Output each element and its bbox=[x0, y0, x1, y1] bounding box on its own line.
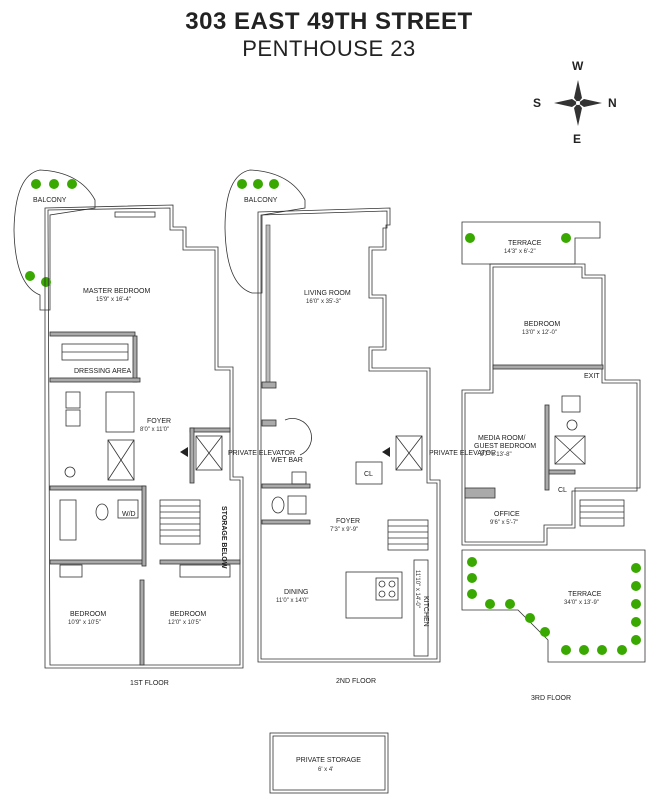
third-floor-outer-wall-line bbox=[464, 266, 638, 543]
compass-west-label: W bbox=[572, 59, 584, 73]
third-floor-plan: TERRACE 14'3" x 6'-2" BEDROOM 13'0" x 12… bbox=[461, 221, 646, 702]
private-storage-dim: 6' x 4' bbox=[318, 767, 333, 773]
office-dim: 9'6" x 5'-7" bbox=[490, 520, 518, 526]
living-room-dim: 16'0" x 35'-3" bbox=[306, 299, 341, 305]
second-elevator-label: PRIVATE ELEVATOR bbox=[429, 450, 496, 457]
media-room-label: MEDIA ROOM/ bbox=[478, 435, 526, 442]
balcony-outline bbox=[13, 169, 96, 311]
first-floor-label: 1ST FLOOR bbox=[130, 680, 169, 687]
private-storage-label: PRIVATE STORAGE bbox=[296, 757, 361, 764]
bedroom-a-label: BEDROOM bbox=[70, 611, 106, 618]
first-floor-plan: BALCONY MASTER BEDROOM 15'9" x 16'-4" DR… bbox=[13, 169, 295, 687]
page-title: 303 EAST 49TH STREET bbox=[185, 8, 473, 35]
balcony-plants bbox=[25, 179, 77, 287]
first-foyer-label: FOYER bbox=[147, 418, 171, 425]
second-balcony-plants bbox=[237, 179, 279, 189]
dressing-area-label: DRESSING AREA bbox=[74, 368, 132, 375]
second-cl-label: CL bbox=[364, 471, 373, 478]
second-balcony-outline bbox=[224, 169, 306, 294]
third-bedroom-label: BEDROOM bbox=[524, 321, 560, 328]
second-balcony-label: BALCONY bbox=[244, 197, 278, 204]
private-storage: PRIVATE STORAGE 6' x 4' bbox=[269, 732, 389, 794]
living-room-label: LIVING ROOM bbox=[304, 290, 351, 297]
storage-below-label: STORAGE BELOW bbox=[220, 506, 227, 569]
second-floor-label: 2ND FLOOR bbox=[336, 678, 376, 685]
bottom-terrace-plants bbox=[467, 557, 641, 655]
second-foyer-dim: 7'3" x 9'-9" bbox=[330, 527, 358, 533]
top-terrace-outline bbox=[461, 221, 601, 265]
first-elevator-label: PRIVATE ELEVATOR bbox=[228, 450, 295, 457]
master-bedroom-dim: 15'9" x 16'-4" bbox=[96, 297, 131, 303]
page-subtitle: PENTHOUSE 23 bbox=[242, 36, 416, 61]
bottom-terrace-dim: 34'0" x 13'-9" bbox=[564, 600, 599, 606]
second-foyer-label: FOYER bbox=[336, 518, 360, 525]
second-floor-outer-wall-line bbox=[260, 210, 438, 660]
bedroom-b-label: BEDROOM bbox=[170, 611, 206, 618]
third-floor-outer-wall bbox=[461, 263, 641, 546]
compass-east-label: E bbox=[573, 132, 581, 146]
first-elevator-text: PRIVATE ELEVATOR bbox=[228, 450, 295, 457]
first-floor-outer-wall-line bbox=[44, 204, 244, 669]
compass-north-label: N bbox=[608, 96, 617, 110]
kitchen-dim: 11'10" x 14'-0" bbox=[414, 570, 420, 608]
second-floor-plan: BALCONY LIVING ROOM 16'0" x 35'-3" WET B… bbox=[224, 169, 496, 685]
dining-label: DINING bbox=[284, 589, 309, 596]
office-label: OFFICE bbox=[494, 511, 520, 518]
third-bedroom-dim: 13'0" x 12'-0" bbox=[522, 330, 557, 336]
bedroom-b-dim: 12'0" x 10'5" bbox=[168, 620, 201, 626]
media-room-dim: 8'7" x 13'-8" bbox=[480, 452, 512, 458]
bottom-terrace-outline bbox=[461, 549, 646, 663]
wet-bar-label: WET BAR bbox=[271, 457, 303, 464]
bottom-terrace-label: TERRACE bbox=[568, 591, 602, 598]
wd-label: W/D bbox=[122, 511, 136, 518]
third-cl-label: CL bbox=[558, 487, 567, 494]
second-floor-outer-wall bbox=[257, 207, 441, 663]
first-floor-outer-wall bbox=[47, 207, 241, 666]
kitchen-label: KITCHEN bbox=[422, 596, 429, 627]
compass-rose: W N S E bbox=[533, 59, 617, 146]
bedroom-a-dim: 10'9" x 10'5" bbox=[68, 620, 101, 626]
first-foyer-dim: 8'0" x 11'0" bbox=[140, 427, 169, 433]
compass-south-label: S bbox=[533, 96, 541, 110]
master-bedroom-label: MASTER BEDROOM bbox=[83, 288, 150, 295]
third-floor-label: 3RD FLOOR bbox=[531, 695, 571, 702]
exit-label: EXIT bbox=[584, 373, 600, 380]
top-terrace-label: TERRACE bbox=[508, 240, 542, 247]
top-terrace-plants bbox=[465, 233, 571, 243]
first-balcony-label: BALCONY bbox=[33, 197, 67, 204]
dining-dim: 11'0" x 14'0" bbox=[276, 598, 308, 604]
guest-bedroom-label: GUEST BEDROOM bbox=[474, 443, 536, 450]
top-terrace-dim: 14'3" x 6'-2" bbox=[504, 249, 536, 255]
